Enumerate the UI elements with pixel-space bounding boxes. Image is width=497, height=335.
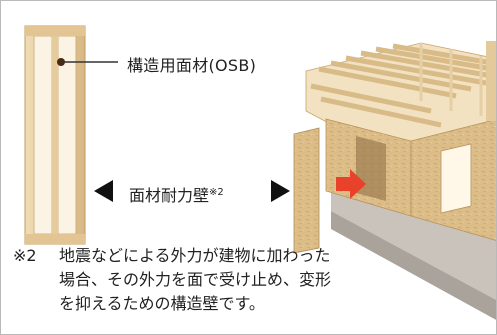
- footnote-mark: ※2: [13, 246, 37, 265]
- load-bearing-wall-label: 面材耐力壁※2: [129, 182, 224, 206]
- left-arrow-icon: [94, 180, 113, 202]
- callout-leader: [57, 58, 118, 66]
- footnote-line-3: を抑えるための構造壁です。: [59, 294, 265, 313]
- osb-panel-piece: [293, 127, 320, 254]
- wall-label-note-mark: ※2: [209, 187, 224, 198]
- wall-label-text: 面材耐力壁: [129, 186, 210, 205]
- red-arrow-icon: [336, 169, 366, 199]
- footnote-line-2: 場合、その外力を面で受け止め、変形: [59, 270, 332, 289]
- right-arrow-icon: [271, 180, 290, 202]
- wall-panel-frame: [24, 25, 86, 245]
- osb-material-label: 構造用面材(OSB): [127, 56, 257, 75]
- roof-joists: [305, 42, 496, 152]
